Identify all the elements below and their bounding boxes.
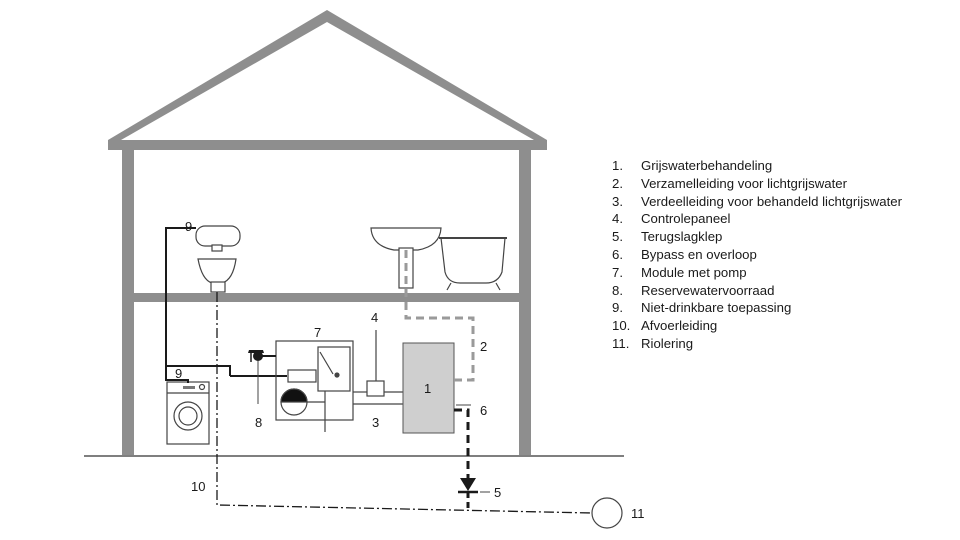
attic-floor <box>108 140 547 150</box>
washbasin <box>370 227 442 289</box>
callout-2: 2 <box>480 339 487 354</box>
legend-item: 8. Reservewatervoorraad <box>612 282 942 300</box>
legend-item: 10. Afvoerleiding <box>612 317 942 335</box>
legend-text: Grijswaterbehandeling <box>641 158 773 173</box>
check-valve <box>458 478 478 512</box>
legend-number: 4. <box>612 211 623 227</box>
bypass-overflow-pipe <box>454 408 470 486</box>
legend-item: 11. Riolering <box>612 335 942 353</box>
callout-5: 5 <box>494 485 501 500</box>
legend-number: 6. <box>612 246 623 262</box>
drain-line <box>216 292 593 514</box>
washing-machine <box>166 381 210 445</box>
legend-item: 5. Terugslagklep <box>612 228 942 246</box>
legend-text: Bypass en overloop <box>641 246 757 262</box>
sewer-icon <box>591 497 623 529</box>
toilet <box>195 225 241 293</box>
legend-item: 1. Grijswaterbehandeling <box>612 157 942 175</box>
legend-number: 7. <box>612 264 623 280</box>
roof <box>108 10 547 140</box>
callout-8: 8 <box>255 415 262 430</box>
callouts: 1 2 3 4 5 6 7 8 9 9 10 11 <box>175 219 645 521</box>
treatment-unit <box>402 342 455 434</box>
legend-item: 3. Verdeelleiding voor behandeld lichtgri… <box>612 193 942 211</box>
legend-item: 9. Niet-drinkbare toepassing <box>612 299 942 317</box>
left-wall <box>122 140 134 455</box>
callout-3: 3 <box>372 415 379 430</box>
callout-1: 1 <box>424 381 431 396</box>
callout-6: 6 <box>480 403 487 418</box>
pump-module <box>275 340 354 432</box>
control-panel <box>353 330 403 397</box>
supply-pipe <box>165 227 287 383</box>
legend-text: Riolering <box>641 335 694 351</box>
legend-text: Afvoerleiding <box>641 318 718 334</box>
legend-item: 6. Bypass en overloop <box>612 246 942 264</box>
callout-4: 4 <box>371 310 378 325</box>
legend-number: 2. <box>612 175 623 191</box>
legend-item: 7. Module met pomp <box>612 264 942 282</box>
legend: 1. Grijswaterbehandeling 2. Verzamelleiding… <box>612 157 942 353</box>
legend-number: 1. <box>612 158 623 173</box>
legend-number: 8. <box>612 282 623 298</box>
callout-10: 10 <box>191 479 205 494</box>
collection-pipe <box>404 250 475 382</box>
legend-text: Verdeelleiding voor behandeld lichtgrijs… <box>641 193 902 209</box>
legend-text: Niet-drinkbare toepassing <box>641 300 792 316</box>
legend-number: 3. <box>612 193 623 209</box>
legend-text: Reservewatervoorraad <box>641 282 775 298</box>
legend-number: 5. <box>612 229 623 245</box>
callout-9-lower: 9 <box>175 366 182 381</box>
middle-floor <box>134 293 519 302</box>
legend-number: 9. <box>612 300 623 316</box>
bathtub <box>439 237 507 291</box>
legend-text: Module met pomp <box>641 264 747 280</box>
reserve-valve <box>248 350 276 404</box>
house-structure <box>108 10 547 455</box>
legend-number: 11. <box>612 335 630 351</box>
callout-9-upper: 9 <box>185 219 192 234</box>
legend-number: 10. <box>612 318 631 334</box>
legend-text: Terugslagklep <box>641 229 723 245</box>
right-wall <box>519 140 531 455</box>
legend-item: 4. Controlepaneel <box>612 210 942 228</box>
legend-text: Controlepaneel <box>641 211 731 227</box>
callout-7: 7 <box>314 325 321 340</box>
legend-text: Verzamelleiding voor lichtgrijswater <box>641 175 847 191</box>
callout-11: 11 <box>631 506 645 521</box>
callout-leaders <box>456 404 490 493</box>
legend-item: 2. Verzamelleiding voor lichtgrijswater <box>612 175 942 193</box>
